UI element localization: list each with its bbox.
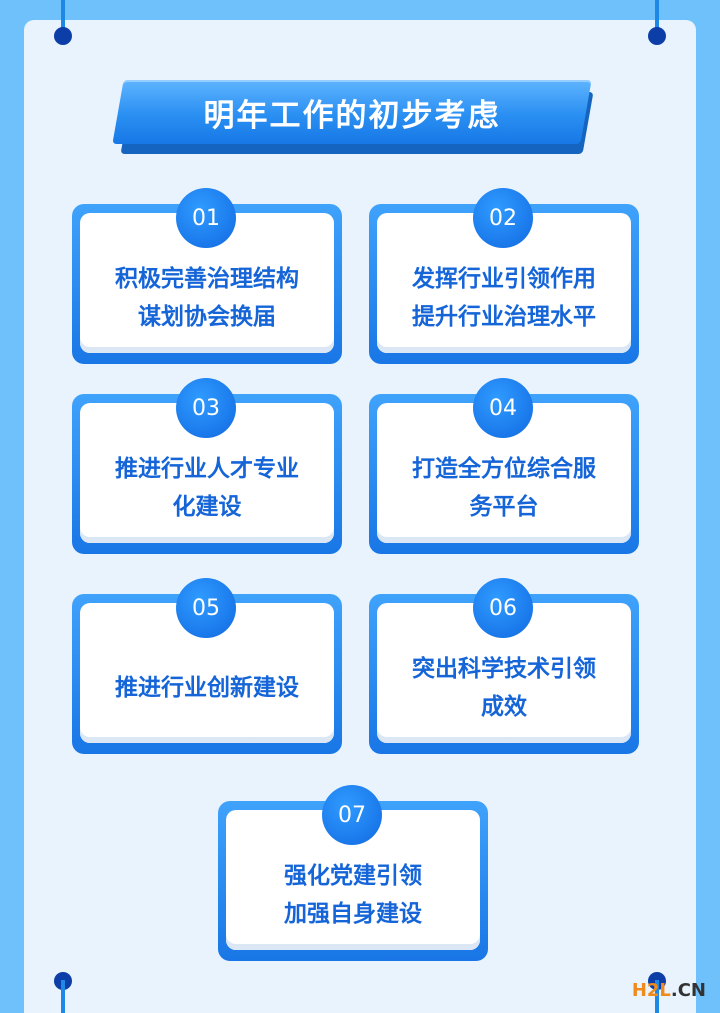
number-badge: 07 (322, 785, 382, 845)
top-left-rod (61, 0, 65, 34)
watermark-cn: .CN (670, 980, 706, 1001)
number-badge: 01 (176, 188, 236, 248)
item-card-02: 发挥行业引领作用 提升行业治理水平 02 (369, 188, 639, 364)
page-title: 明年工作的初步考虑 (203, 97, 501, 134)
card-line-1: 积极完善治理结构 (115, 266, 299, 292)
number-badge: 05 (176, 578, 236, 638)
watermark-h2l: H2L (631, 980, 671, 1001)
card-line-1: 推进行业人才专业 (115, 456, 299, 482)
bottom-right-rod (655, 980, 659, 1013)
card-line-2: 成效 (481, 694, 527, 720)
card-line-2: 化建设 (172, 494, 242, 520)
top-left-rod-dot (54, 27, 72, 45)
card-line-1: 推进行业创新建设 (115, 675, 299, 701)
item-card-04: 打造全方位综合服 务平台 04 (369, 378, 639, 554)
card-line-1: 强化党建引领 (284, 863, 422, 889)
card-line-2: 加强自身建设 (284, 901, 422, 927)
item-card-05: 推进行业创新建设 05 (72, 578, 342, 754)
card-line-2: 谋划协会换届 (138, 304, 276, 330)
card-text: 发挥行业引领作用 提升行业治理水平 (377, 248, 631, 348)
number-badge: 04 (473, 378, 533, 438)
card-line-1: 发挥行业引领作用 (412, 266, 596, 292)
item-card-06: 突出科学技术引领 成效 06 (369, 578, 639, 754)
number-badge: 03 (176, 378, 236, 438)
card-text: 打造全方位综合服 务平台 (377, 438, 631, 538)
top-right-rod-dot (648, 27, 666, 45)
bottom-left-rod (61, 980, 65, 1013)
item-card-07: 强化党建引领 加强自身建设 07 (218, 785, 488, 961)
card-line-1: 突出科学技术引领 (412, 656, 596, 682)
number-badge: 02 (473, 188, 533, 248)
title-banner: 明年工作的初步考虑 (112, 80, 596, 158)
item-card-03: 推进行业人才专业 化建设 03 (72, 378, 342, 554)
card-text: 强化党建引领 加强自身建设 (226, 845, 480, 945)
card-line-2: 提升行业治理水平 (412, 304, 596, 330)
card-text: 推进行业人才专业 化建设 (80, 438, 334, 538)
card-line-2: 务平台 (469, 494, 539, 520)
card-line-1: 打造全方位综合服 (412, 456, 596, 482)
card-text: 积极完善治理结构 谋划协会换届 (80, 248, 334, 348)
top-right-rod (655, 0, 659, 34)
card-text: 突出科学技术引领 成效 (377, 638, 631, 738)
site-watermark: H2L.CN (632, 980, 706, 1001)
number-badge: 06 (473, 578, 533, 638)
item-card-01: 积极完善治理结构 谋划协会换届 01 (72, 188, 342, 364)
card-text: 推进行业创新建设 (80, 638, 334, 738)
